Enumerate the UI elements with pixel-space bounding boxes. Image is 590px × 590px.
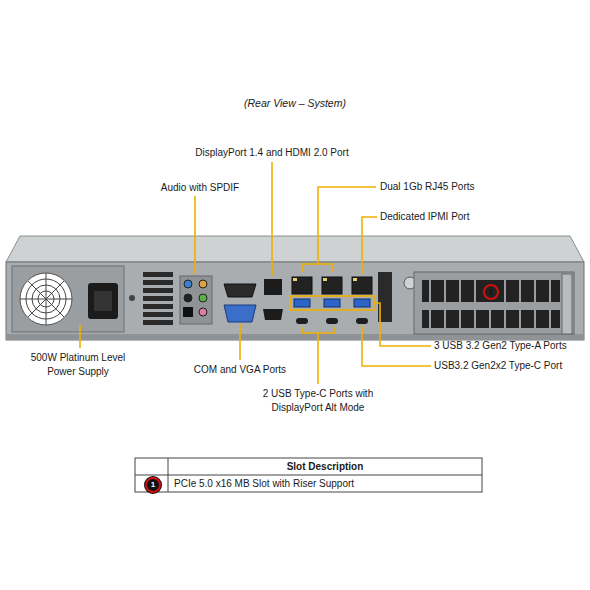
slot-table xyxy=(135,458,482,492)
psu-frame xyxy=(12,266,124,332)
port-callout: DisplayPort 1.4 and HDMI 2.0 Port xyxy=(162,146,382,160)
chassis-top xyxy=(6,236,584,262)
ac-socket xyxy=(94,291,112,311)
table-header: Slot Description xyxy=(225,460,425,474)
expansion-area xyxy=(414,272,574,334)
hdmi-port xyxy=(263,309,283,320)
fan-blades xyxy=(20,273,72,325)
fan-grille xyxy=(20,273,72,325)
screw xyxy=(129,295,135,301)
port-callout: USB3.2 Gen2x2 Type-C Port xyxy=(434,359,586,373)
slot-vent-bars xyxy=(430,280,550,328)
audio-jacks xyxy=(180,276,212,324)
displayport xyxy=(264,279,282,295)
slot-bracket xyxy=(562,274,572,334)
port-callout: Audio with SPDIF xyxy=(145,181,255,195)
table-cell: PCIe 5.0 x16 MB Slot with Riser Support xyxy=(174,477,474,491)
chassis-bottom xyxy=(6,334,584,340)
port-callout: COM and VGA Ports xyxy=(180,363,300,377)
port-callout: Dual 1Gb RJ45 Ports xyxy=(380,180,530,194)
port-callout: 3 USB 3.2 Gen2 Type-A Ports xyxy=(434,339,586,353)
ac-inlet xyxy=(88,283,118,319)
rj45-leds xyxy=(293,278,357,281)
vent-slots xyxy=(143,272,392,325)
chassis-rear xyxy=(6,262,584,340)
usb-c-ports xyxy=(296,318,368,324)
slot-vents xyxy=(422,280,560,328)
leader-lines xyxy=(80,162,431,384)
vga-port xyxy=(224,305,256,322)
port-callout: 2 USB Type-C Ports with DisplayPort Alt … xyxy=(243,387,393,415)
com-port xyxy=(224,284,256,297)
port-callout: Dedicated IPMI Port xyxy=(380,210,530,224)
callout-number: 1 xyxy=(145,477,161,493)
usb-a-ports xyxy=(294,299,370,307)
callout-number: 1 xyxy=(483,284,499,300)
view-title: (Rear View – System) xyxy=(165,96,425,110)
rj45-ports xyxy=(292,277,372,294)
psu-callout: 500W Platinum Level Power Supply xyxy=(22,351,134,379)
